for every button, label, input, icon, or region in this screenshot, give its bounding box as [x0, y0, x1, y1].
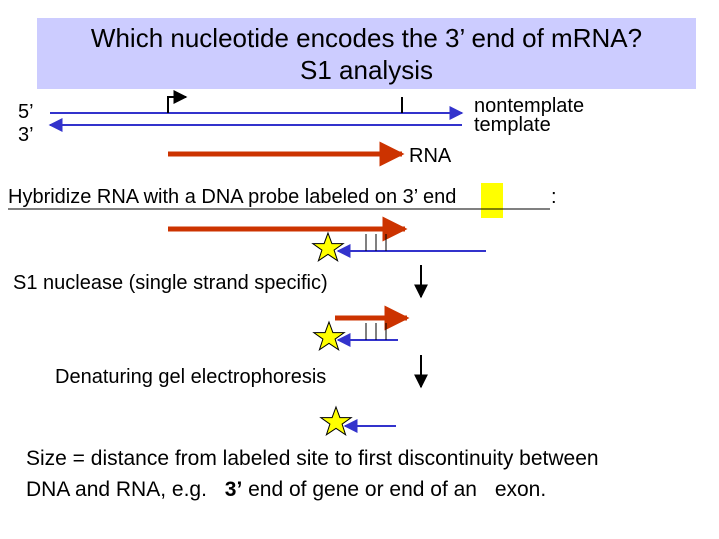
- title-line-1: Which nucleotide encodes the 3’ end of m…: [90, 23, 643, 53]
- label-star-3: [319, 405, 353, 437]
- summary-line-2: DNA and RNA, e.g. 3’ end of gene or end …: [26, 478, 546, 502]
- label-star-1: [311, 231, 345, 263]
- s1-step: S1 nuclease (single strand specific): [13, 272, 328, 294]
- title-banner: Which nucleotide encodes the 3’ end of m…: [37, 18, 696, 89]
- template-label: template: [474, 114, 551, 136]
- label-star-2: [312, 320, 346, 352]
- summary-line-1: Size = distance from labeled site to fir…: [26, 447, 599, 470]
- trimmed-basepairs: [365, 323, 387, 340]
- rna-label: RNA: [409, 145, 452, 167]
- five-prime-label: 5’: [18, 101, 34, 123]
- nontemplate-label: nontemplate: [474, 95, 585, 117]
- summary-period: .: [540, 478, 547, 501]
- summary-exon: exon: [494, 478, 541, 501]
- promoter-arrow: [167, 90, 188, 113]
- summary-three-prime: 3’: [224, 478, 243, 501]
- title-line-2: S1 analysis: [300, 55, 433, 85]
- hybridize-colon: :: [551, 186, 557, 208]
- three-prime-label: 3’: [18, 124, 34, 146]
- gel-step: Denaturing gel electrophoresis: [55, 366, 327, 388]
- summary-text-c: end of gene or end of an: [248, 478, 477, 501]
- hybrid-basepairs: [365, 234, 387, 251]
- hybridize-step: Hybridize RNA with a DNA probe labeled o…: [8, 186, 457, 208]
- summary-text-a: DNA and RNA, e.g.: [26, 478, 207, 501]
